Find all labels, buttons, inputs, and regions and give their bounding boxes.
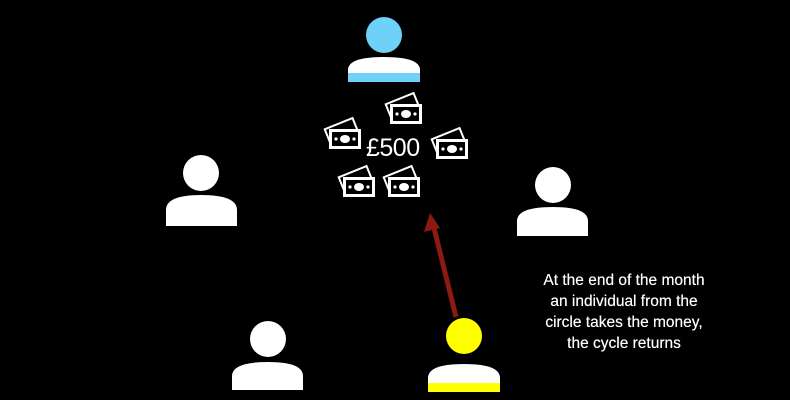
caption: At the end of the month an individual fr… xyxy=(514,270,734,354)
pot-amount: £500 xyxy=(366,134,420,162)
person-icon-bottom-left xyxy=(232,321,303,390)
person-icon-contributor xyxy=(428,318,500,392)
person-icon-right xyxy=(517,167,588,236)
banknote-icon xyxy=(384,92,423,125)
person-icon-recipient xyxy=(348,17,420,82)
banknote-icon xyxy=(430,127,469,160)
banknote-icon xyxy=(323,117,362,150)
banknote-icon xyxy=(337,165,376,198)
banknote-icon xyxy=(382,165,421,198)
person-icon-left xyxy=(166,155,237,226)
caption-line: circle takes the money, xyxy=(545,314,703,331)
caption-line: the cycle returns xyxy=(567,335,681,352)
arrow-icon xyxy=(424,213,459,318)
caption-line: an individual from the xyxy=(550,293,698,310)
caption-line: At the end of the month xyxy=(543,272,705,289)
